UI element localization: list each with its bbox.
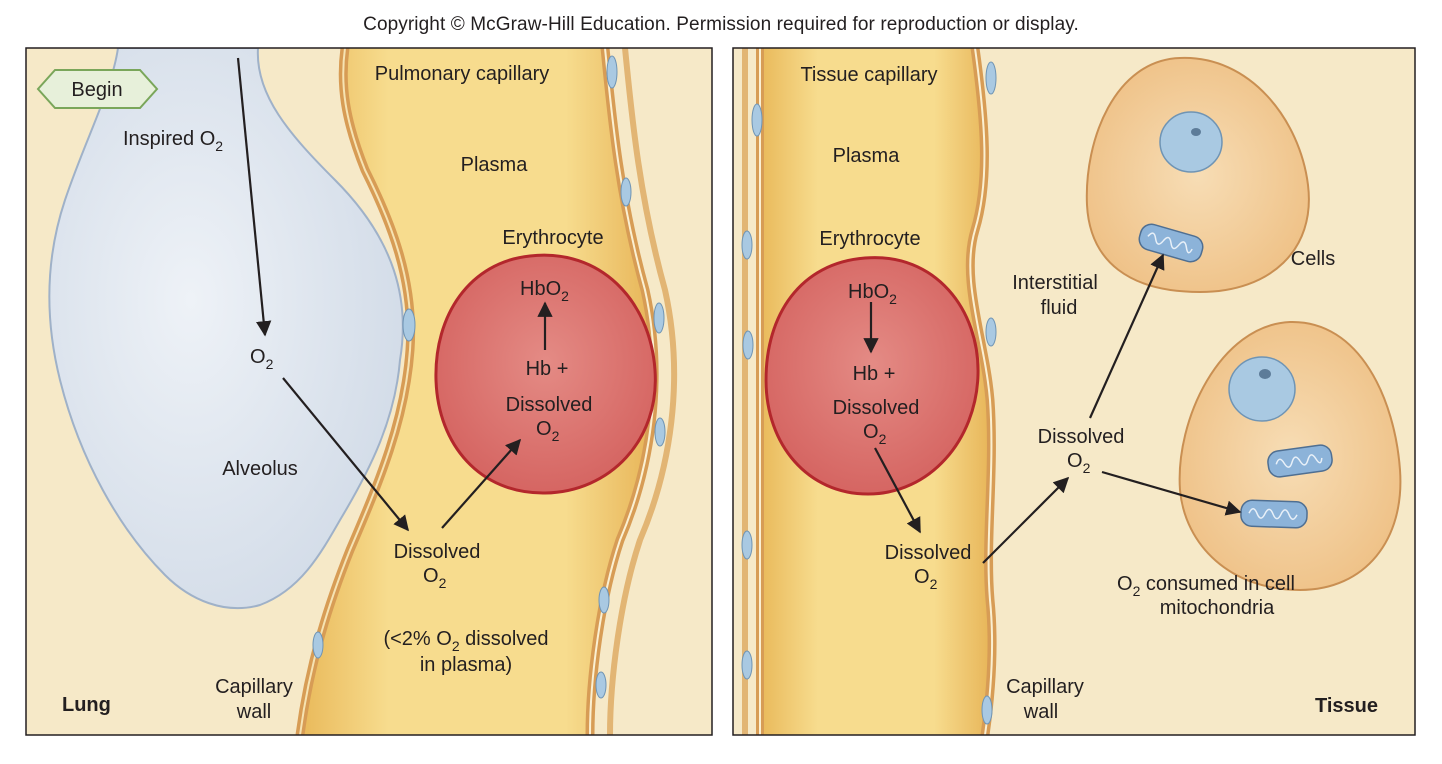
endothelial-nucleus [606,55,618,89]
erythrocyte-tissue [764,256,980,496]
dissolved-interstitial-label: Dissolved [1038,426,1125,448]
capillary-wall-label-line2: wall [1023,701,1058,723]
endothelial-nucleus [742,330,754,360]
mitochondrion [1240,499,1308,529]
hb-plus-label: Hb + [853,363,896,385]
lung-panel-border [25,47,713,736]
mitochondrion [1138,223,1204,263]
dissolved-in-plasma-label: Dissolved [394,541,481,563]
interstitial-fluid-label-line2: fluid [1041,297,1078,319]
dissolved-in-erythrocyte-o2: O2 [536,418,560,444]
alveolus-label: Alveolus [222,458,298,480]
pulmonary-capillary-right-wall-inner [589,48,656,735]
nucleus-lower-cell [1228,356,1296,422]
arrow-erythrocyte-to-plasma [874,447,921,534]
capillary-wall-label: Capillary [215,676,293,698]
interstitial-fluid-label: Interstitial [1012,272,1098,294]
endothelial-nucleus [985,61,997,95]
tissue-region-label: Tissue [1315,695,1378,717]
endothelial-nucleus [595,671,607,699]
dissolved-in-erythrocyte-label: Dissolved [506,394,593,416]
dissolved-in-plasma-label: Dissolved [885,542,972,564]
endothelial-nucleus [620,177,632,207]
endothelial-nucleus [402,308,416,342]
lung-region-label: Lung [62,694,111,716]
tissue-panel-border [732,47,1416,736]
arrow-interstitial-to-upper-mitochondrion [1088,253,1165,419]
tissue-capillary-right-wall-inner [969,48,994,735]
erythrocyte-lung [434,253,657,495]
endothelial-nucleus [312,631,324,659]
inspired-o2-label: Inspired O2 [123,128,223,154]
nucleolus [1191,128,1201,136]
capillary-wall-label-line2: wall [236,701,271,723]
hbo2-label: HbO2 [520,278,569,304]
o2-consumed-label-line2: mitochondria [1160,597,1275,619]
arrow-inspired-to-alveolar-o2 [236,57,272,337]
alveolar-o2-label: O2 [250,346,274,372]
nucleus-upper-cell [1159,111,1223,173]
dissolved-interstitial-o2: O2 [1067,450,1091,476]
dissolved-in-plasma-o2: O2 [423,565,447,591]
copyright-notice: Copyright © McGraw-Hill Education. Permi… [363,14,1079,35]
dissolved-in-erythrocyte-o2: O2 [863,421,887,447]
begin-badge: Begin [36,69,159,109]
pulmonary-capillary-label: Pulmonary capillary [375,63,550,85]
pulmonary-capillary-left-wall-inner [299,48,412,735]
lung-panel: Begin Inspired O2 O2 Alveolus Pulmonary … [26,48,712,735]
endothelial-nucleus [741,230,753,260]
mitochondrion [1267,444,1333,478]
plasma-label: Plasma [461,154,529,176]
tissue-panel: Tissue capillary Plasma Erythrocyte HbO2… [733,48,1415,735]
alveolus-shape [48,48,404,610]
endothelial-nucleus [741,530,753,560]
capillary-wall-label: Capillary [1006,676,1084,698]
endothelial-nucleus [981,695,993,725]
arrow-plasma-to-erythrocyte [441,438,522,529]
begin-label: Begin [71,79,122,101]
tissue-capillary-label: Tissue capillary [800,64,937,86]
dissolved-in-plasma-o2: O2 [914,566,938,592]
dissolved-in-erythrocyte-label: Dissolved [833,397,920,419]
endothelial-nucleus [751,103,763,137]
endothelial-nucleus [654,417,666,447]
arrow-plasma-to-interstitial [982,476,1070,564]
plasma-label: Plasma [833,145,901,167]
endothelial-nucleus [653,302,665,334]
endothelial-nucleus [598,586,610,614]
arrow-alveolar-to-plasma [282,377,409,532]
endothelial-nucleus [741,650,753,680]
hbo2-label: HbO2 [848,281,897,307]
nucleolus [1259,369,1271,379]
o2-consumed-label: O2 consumed in cell [1117,573,1295,599]
endothelial-nucleus [985,317,997,347]
erythrocyte-label: Erythrocyte [502,227,603,249]
plasma-percentage-note-line2: in plasma) [420,654,512,676]
cells-label: Cells [1291,248,1335,270]
arrow-interstitial-to-lower-mitochondrion [1101,470,1242,516]
erythrocyte-label: Erythrocyte [819,228,920,250]
plasma-percentage-note: (<2% O2 dissolved [383,628,548,654]
pulmonary-capillary-outer-wall [607,48,678,735]
hb-plus-label: Hb + [526,358,569,380]
